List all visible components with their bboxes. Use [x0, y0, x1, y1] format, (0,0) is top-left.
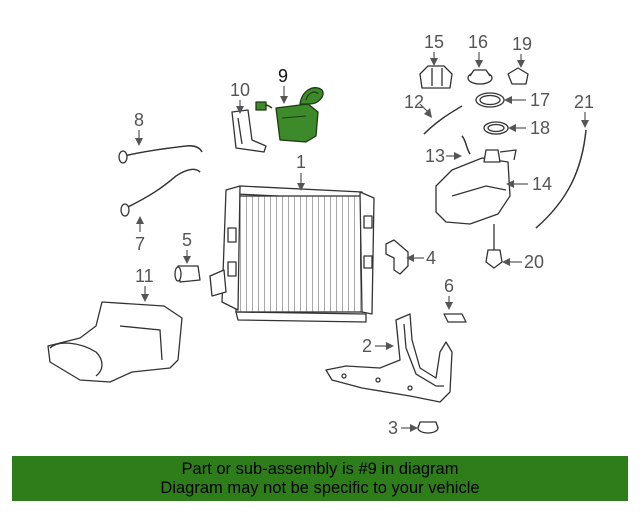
- banner-line-1: Part or sub-assembly is #9 in diagram: [181, 460, 459, 478]
- svg-text:13: 13: [425, 146, 445, 166]
- svg-text:21: 21: [574, 92, 594, 112]
- callout-10: 10: [230, 80, 250, 114]
- part-2-carrier-bracket[interactable]: [325, 313, 453, 403]
- svg-text:7: 7: [135, 234, 145, 254]
- info-banner: Part or sub-assembly is #9 in diagram Di…: [12, 456, 628, 501]
- callout-20: 20: [502, 252, 544, 272]
- callout-2: 2: [362, 336, 394, 356]
- part-19-clip[interactable]: [507, 67, 529, 85]
- part-18-o-ring[interactable]: [483, 121, 509, 135]
- svg-text:15: 15: [424, 32, 444, 52]
- callout-5: 5: [182, 230, 192, 264]
- part-20-sensor[interactable]: [485, 224, 503, 269]
- callout-4: 4: [406, 248, 436, 268]
- part-14-reservoir[interactable]: [435, 149, 517, 225]
- callout-16: 16: [468, 32, 488, 68]
- part-15-housing[interactable]: [419, 65, 453, 89]
- part-5-connector[interactable]: [174, 265, 201, 283]
- callout-21: 21: [574, 92, 594, 128]
- svg-text:4: 4: [426, 248, 436, 268]
- part-13-hose[interactable]: [461, 135, 471, 155]
- part-16-cap[interactable]: [467, 69, 493, 85]
- svg-text:19: 19: [512, 34, 532, 54]
- svg-text:11: 11: [135, 266, 154, 286]
- part-4-bracket[interactable]: [385, 239, 409, 275]
- callout-18: 18: [508, 118, 550, 138]
- callout-6: 6: [444, 276, 454, 310]
- svg-text:9: 9: [278, 66, 288, 86]
- part-3-grommet[interactable]: [417, 421, 439, 434]
- callout-15: 15: [424, 32, 444, 66]
- svg-text:5: 5: [182, 230, 192, 250]
- svg-text:6: 6: [444, 276, 454, 296]
- part-8-hose-upper[interactable]: [118, 145, 203, 164]
- callout-12: 12: [404, 92, 432, 118]
- callout-1: 1: [296, 152, 306, 191]
- svg-text:16: 16: [468, 32, 488, 52]
- callout-3: 3: [388, 418, 418, 438]
- callout-7: 7: [135, 216, 145, 254]
- part-21-overflow-hose[interactable]: [535, 129, 587, 229]
- svg-text:1: 1: [296, 152, 306, 172]
- part-7-hose-lower[interactable]: [120, 168, 201, 217]
- svg-text:10: 10: [230, 80, 250, 100]
- part-17-seal-ring[interactable]: [475, 92, 505, 108]
- svg-text:2: 2: [362, 336, 372, 356]
- callout-17: 17: [504, 90, 550, 110]
- callout-8: 8: [134, 110, 144, 146]
- part-11-air-duct[interactable]: [47, 301, 183, 383]
- parts-diagram: 1 2 3 4 5: [47, 32, 594, 438]
- part-1-radiator[interactable]: [209, 185, 375, 323]
- svg-text:3: 3: [388, 418, 398, 438]
- callout-9: 9: [278, 66, 288, 104]
- part-12-hose[interactable]: [423, 105, 463, 135]
- svg-text:12: 12: [404, 92, 424, 112]
- svg-text:17: 17: [530, 90, 550, 110]
- callout-13: 13: [425, 146, 462, 166]
- callout-19: 19: [512, 34, 532, 68]
- svg-text:8: 8: [134, 110, 144, 130]
- banner-line-2: Diagram may not be specific to your vehi…: [160, 479, 480, 497]
- part-9-highlighted[interactable]: [255, 87, 324, 143]
- callout-11: 11: [135, 266, 154, 302]
- callout-14: 14: [506, 174, 552, 194]
- part-6-clip[interactable]: [443, 313, 467, 323]
- svg-text:14: 14: [532, 174, 552, 194]
- svg-text:18: 18: [530, 118, 550, 138]
- part-10-bracket[interactable]: [231, 109, 267, 153]
- svg-text:20: 20: [524, 252, 544, 272]
